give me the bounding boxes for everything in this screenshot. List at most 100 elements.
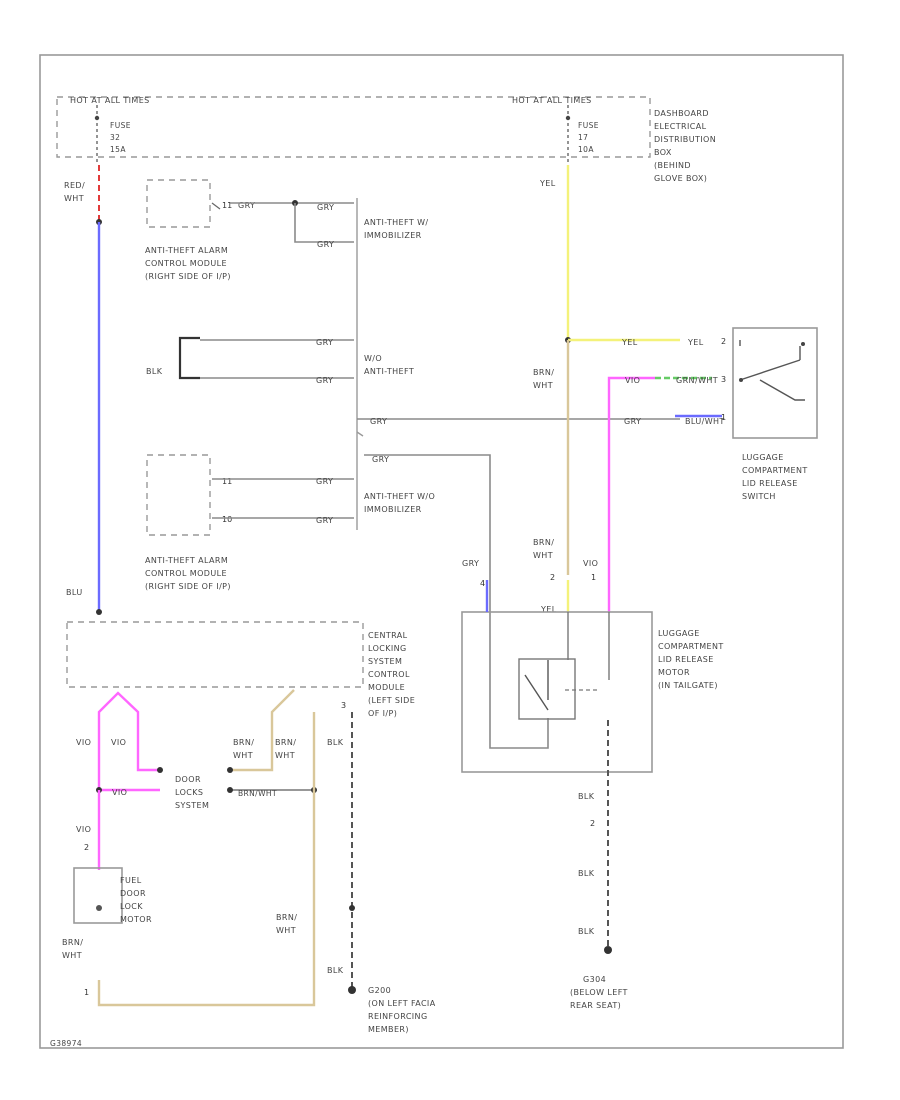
svg-text:REINFORCING: REINFORCING bbox=[368, 1012, 428, 1021]
svg-text:OF I/P): OF I/P) bbox=[368, 709, 397, 718]
svg-text:GRY: GRY bbox=[316, 376, 333, 385]
immobilizer-label-1b: IMMOBILIZER bbox=[364, 231, 422, 240]
feed-wire-left: RED/ WHT BLU bbox=[64, 165, 102, 615]
svg-text:FUSE: FUSE bbox=[578, 121, 599, 130]
svg-text:LOCK: LOCK bbox=[120, 902, 143, 911]
wo-antitheft-jumper: BLK GRY GRY W/O ANTI-THEFT bbox=[146, 336, 414, 385]
svg-text:CONTROL MODULE: CONTROL MODULE bbox=[145, 259, 227, 268]
svg-text:LOCKING: LOCKING bbox=[368, 644, 407, 653]
svg-text:BOX: BOX bbox=[654, 148, 672, 157]
svg-text:GRY: GRY bbox=[316, 516, 333, 525]
svg-text:VIO: VIO bbox=[625, 376, 640, 385]
anti-theft-alarm-module-2: 11 10 GRY GRY ANTI-THEFT ALARM CONTROL M… bbox=[145, 454, 435, 591]
svg-text:DOOR: DOOR bbox=[175, 775, 201, 784]
svg-text:GRY: GRY bbox=[316, 477, 333, 486]
svg-text:(BEHIND: (BEHIND bbox=[654, 161, 691, 170]
svg-text:GRN/WHT: GRN/WHT bbox=[676, 376, 718, 385]
svg-text:BLK: BLK bbox=[578, 927, 595, 936]
svg-text:GRY: GRY bbox=[317, 240, 334, 249]
svg-text:LID RELEASE: LID RELEASE bbox=[658, 655, 714, 664]
svg-text:GRY: GRY bbox=[462, 559, 479, 568]
svg-text:BRN/: BRN/ bbox=[533, 538, 554, 547]
svg-text:WHT: WHT bbox=[233, 751, 253, 760]
fuse-box: HOT AT ALL TIMES HOT AT ALL TIMES FUSE 3… bbox=[56, 96, 716, 183]
svg-text:WHT: WHT bbox=[276, 926, 296, 935]
feed-wire-right: YEL YEL YEL BRN/ WHT BRN/ WHT YEL bbox=[533, 165, 704, 614]
fuel-door-lock-motor: VIO 2 FUEL DOOR LOCK MOTOR BRN/ WHT 1 bbox=[62, 790, 152, 997]
svg-text:2: 2 bbox=[721, 337, 726, 346]
svg-text:CENTRAL: CENTRAL bbox=[368, 631, 408, 640]
svg-text:VIO: VIO bbox=[76, 825, 91, 834]
svg-text:VIO: VIO bbox=[76, 738, 91, 747]
svg-text:G200: G200 bbox=[368, 986, 391, 995]
svg-text:YEL: YEL bbox=[540, 605, 557, 614]
svg-text:WHT: WHT bbox=[533, 381, 553, 390]
svg-text:DOOR: DOOR bbox=[120, 889, 146, 898]
svg-text:2: 2 bbox=[84, 843, 89, 852]
motor-ground: BLK 2 BLK BLK G304 (BELOW LEFT REAR SEAT… bbox=[570, 720, 628, 1010]
svg-text:WHT: WHT bbox=[62, 951, 82, 960]
svg-text:SYSTEM: SYSTEM bbox=[175, 801, 209, 810]
svg-text:VIO: VIO bbox=[583, 559, 598, 568]
svg-text:IMMOBILIZER: IMMOBILIZER bbox=[364, 505, 422, 514]
svg-text:BLU/WHT: BLU/WHT bbox=[685, 417, 725, 426]
luggage-release-switch: 2 3 1 LUGGAGE COMPARTMENT LID RELEASE SW… bbox=[721, 327, 818, 501]
svg-text:W/O: W/O bbox=[364, 354, 382, 363]
svg-text:1: 1 bbox=[84, 988, 89, 997]
svg-text:LOCKS: LOCKS bbox=[175, 788, 203, 797]
blu-label: BLU bbox=[66, 588, 83, 597]
svg-text:LUGGAGE: LUGGAGE bbox=[658, 629, 700, 638]
svg-text:REAR SEAT): REAR SEAT) bbox=[570, 1001, 621, 1010]
svg-text:DASHBOARD: DASHBOARD bbox=[654, 109, 709, 118]
svg-text:3: 3 bbox=[341, 701, 346, 710]
svg-text:MOTOR: MOTOR bbox=[120, 915, 152, 924]
svg-text:17: 17 bbox=[578, 133, 588, 142]
svg-text:BLK: BLK bbox=[327, 738, 344, 747]
hot-at-all-times-right: HOT AT ALL TIMES bbox=[512, 96, 592, 105]
svg-text:LID RELEASE: LID RELEASE bbox=[742, 479, 798, 488]
luggage-release-motor: 4 2 1 GRY VIO LUGGAGE COMPARTMENT LID RE… bbox=[461, 559, 724, 773]
svg-text:32: 32 bbox=[110, 133, 120, 142]
svg-text:ANTI-THEFT W/O: ANTI-THEFT W/O bbox=[364, 492, 435, 501]
central-locking-module: CENTRAL LOCKING SYSTEM CONTROL MODULE (L… bbox=[66, 621, 415, 718]
svg-text:GRY: GRY bbox=[370, 417, 387, 426]
svg-text:VIO: VIO bbox=[112, 788, 127, 797]
svg-text:10A: 10A bbox=[578, 145, 594, 154]
svg-text:CONTROL MODULE: CONTROL MODULE bbox=[145, 569, 227, 578]
svg-text:YEL: YEL bbox=[539, 179, 556, 188]
svg-text:GRY: GRY bbox=[372, 455, 389, 464]
footer-code: G38974 bbox=[50, 1039, 82, 1048]
svg-text:WHT: WHT bbox=[275, 751, 295, 760]
svg-text:GRY: GRY bbox=[317, 203, 334, 212]
svg-text:(LEFT SIDE: (LEFT SIDE bbox=[368, 696, 415, 705]
svg-text:SYSTEM: SYSTEM bbox=[368, 657, 402, 666]
svg-text:ANTI-THEFT: ANTI-THEFT bbox=[364, 367, 414, 376]
svg-text:COMPARTMENT: COMPARTMENT bbox=[658, 642, 724, 651]
svg-text:BLK: BLK bbox=[146, 367, 163, 376]
svg-text:GRY: GRY bbox=[624, 417, 641, 426]
svg-text:BLK: BLK bbox=[578, 792, 595, 801]
svg-text:4: 4 bbox=[480, 579, 485, 588]
svg-text:COMPARTMENT: COMPARTMENT bbox=[742, 466, 808, 475]
anti-theft-alarm-module-1: 11 ANTI-THEFT ALARM CONTROL MODULE (RIGH… bbox=[145, 179, 354, 281]
svg-text:(RIGHT SIDE OF I/P): (RIGHT SIDE OF I/P) bbox=[145, 272, 231, 281]
svg-text:FUSE: FUSE bbox=[110, 121, 131, 130]
svg-text:ELECTRICAL: ELECTRICAL bbox=[654, 122, 707, 131]
svg-text:(BELOW LEFT: (BELOW LEFT bbox=[570, 988, 628, 997]
svg-text:YEL: YEL bbox=[621, 338, 638, 347]
svg-text:ANTI-THEFT ALARM: ANTI-THEFT ALARM bbox=[145, 246, 228, 255]
svg-text:ANTI-THEFT ALARM: ANTI-THEFT ALARM bbox=[145, 556, 228, 565]
svg-text:BRN/: BRN/ bbox=[275, 738, 296, 747]
diagram-frame bbox=[39, 54, 844, 1049]
svg-text:15A: 15A bbox=[110, 145, 126, 154]
svg-text:WHT: WHT bbox=[533, 551, 553, 560]
svg-text:BLK: BLK bbox=[327, 966, 344, 975]
svg-text:BRN/: BRN/ bbox=[233, 738, 254, 747]
svg-text:2: 2 bbox=[590, 819, 595, 828]
svg-text:G304: G304 bbox=[583, 975, 606, 984]
svg-text:YEL: YEL bbox=[687, 338, 704, 347]
red-wht-label-1: RED/ bbox=[64, 181, 85, 190]
svg-text:BRN/: BRN/ bbox=[533, 368, 554, 377]
svg-text:BRN/: BRN/ bbox=[62, 938, 83, 947]
svg-text:GLOVE BOX): GLOVE BOX) bbox=[654, 174, 707, 183]
